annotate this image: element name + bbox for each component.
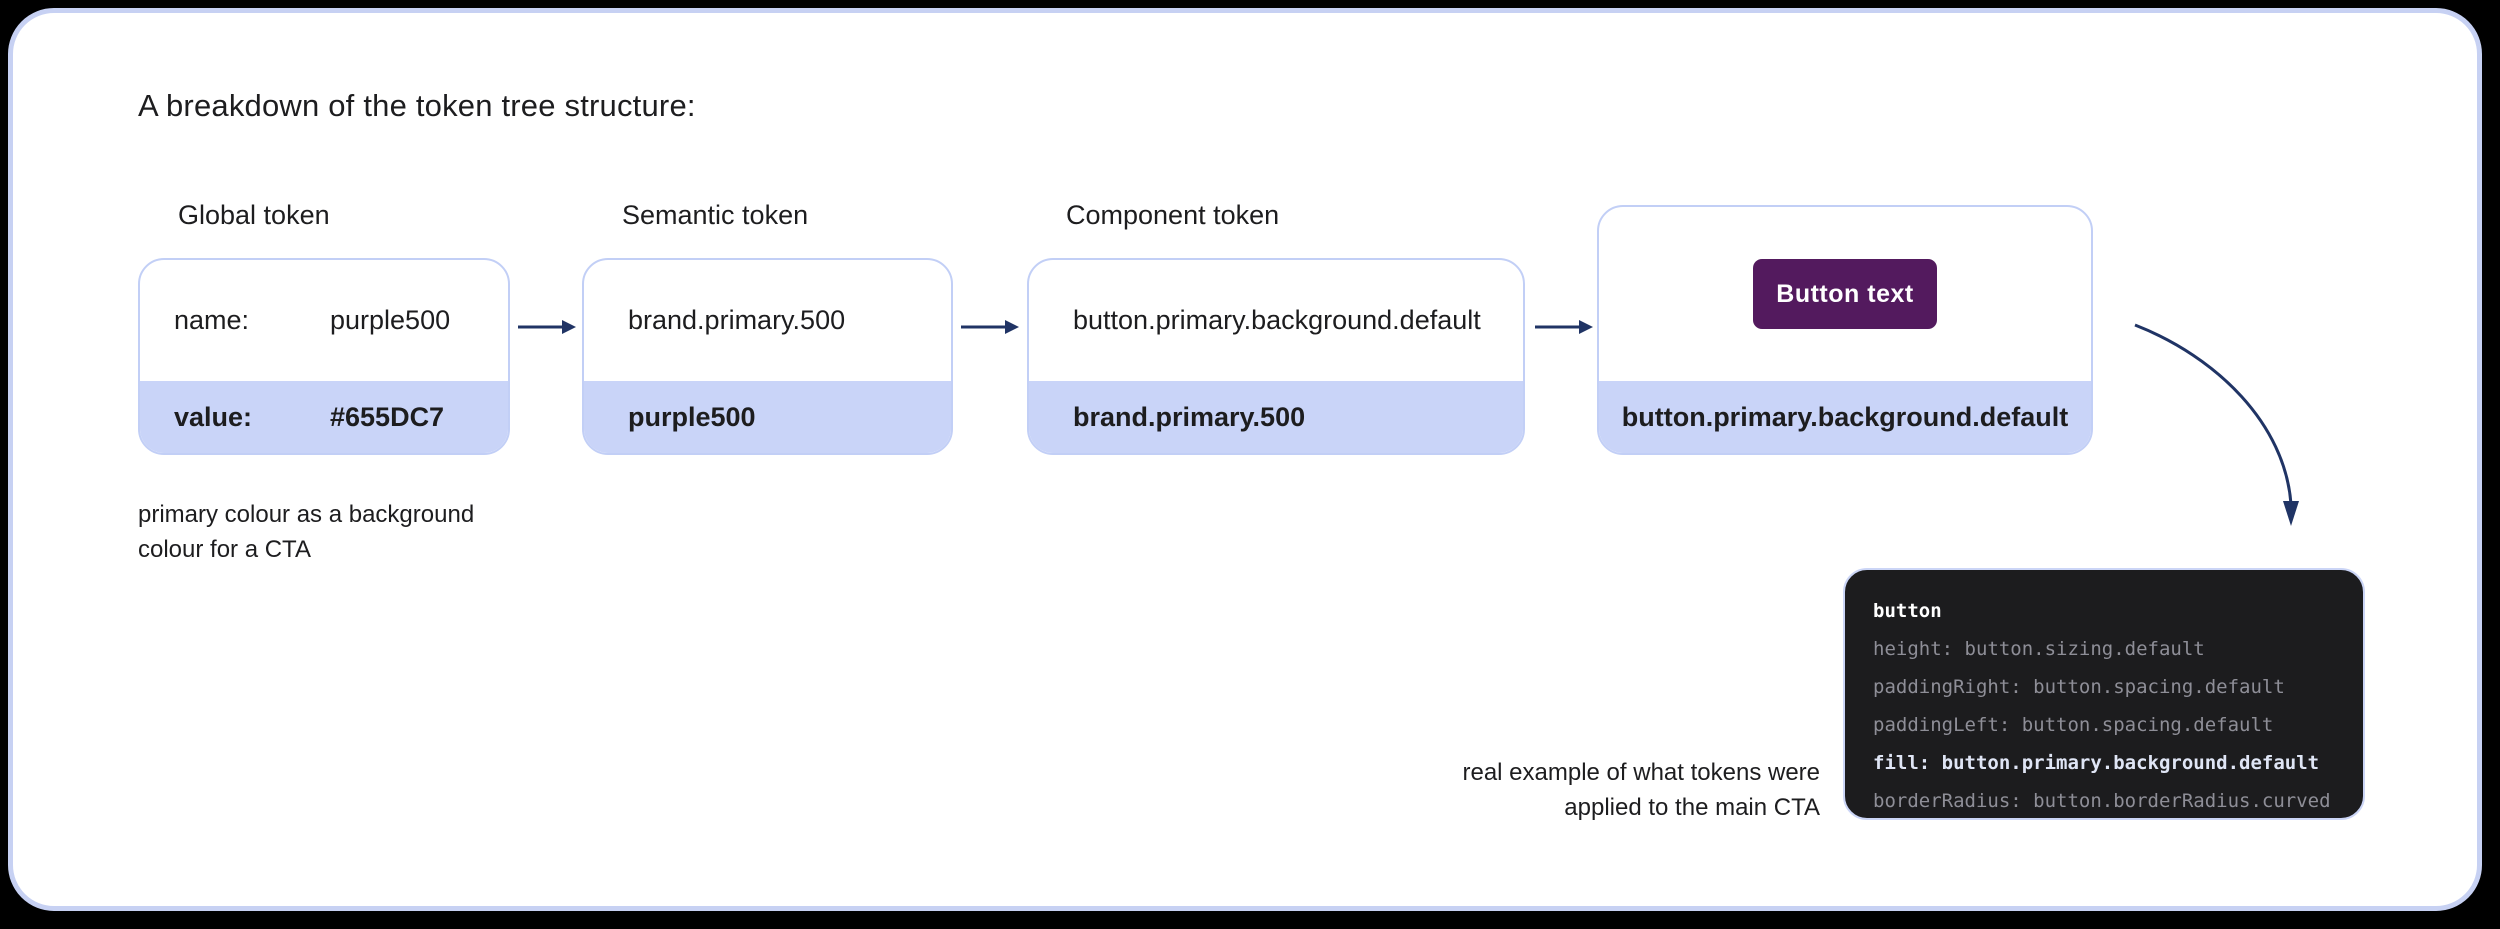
caption-primary-colour: primary colour as a background colour fo… (138, 497, 474, 567)
component-token-name: button.primary.background.default (1073, 305, 1481, 335)
caption-line: applied to the main CTA (1564, 794, 1820, 821)
token-value-hex: #655DC7 (330, 401, 445, 432)
column-label-semantic-token: Semantic token (622, 200, 809, 230)
button-token-value: button.primary.background.default (1621, 401, 2069, 432)
component-token-value: brand.primary.500 (1073, 401, 1306, 432)
column-label-component-token: Component token (1066, 200, 1280, 230)
token-value-key: value: (174, 401, 253, 432)
component-token-value-row: brand.primary.500 (1029, 381, 1523, 453)
code-selector: button (1873, 600, 1942, 622)
page-title: A breakdown of the token tree structure: (138, 88, 696, 123)
code-line-padding-right: paddingRight: button.spacing.default (1873, 676, 2285, 698)
token-name-key: name: (174, 305, 250, 335)
button-token-row: button.primary.background.default (1599, 381, 2091, 453)
semantic-token-value: purple500 (628, 401, 756, 432)
global-token-card: name: purple500 value: #655DC7 (138, 258, 510, 455)
arrow-right-icon (518, 320, 576, 334)
semantic-token-value-row: purple500 (584, 381, 951, 453)
caption-line: colour for a CTA (138, 536, 311, 563)
semantic-token-card: brand.primary.500 purple500 (582, 258, 953, 455)
column-label-global-token: Global token (178, 200, 330, 230)
arrow-right-icon (961, 320, 1019, 334)
caption-real-example: real example of what tokens were applied… (1380, 755, 1820, 825)
code-line-padding-left: paddingLeft: button.spacing.default (1873, 714, 2274, 736)
arrow-right-icon (1535, 320, 1593, 334)
component-token-card: button.primary.background.default brand.… (1027, 258, 1525, 455)
button-example-card: Button text button.primary.background.de… (1597, 205, 2093, 455)
global-token-value-row: value: #655DC7 (140, 381, 508, 453)
caption-line: primary colour as a background (138, 501, 475, 528)
code-line-border-radius: borderRadius: button.borderRadius.curved (1873, 790, 2331, 812)
global-token-name-row: name: purple500 (140, 260, 508, 381)
semantic-token-name-row: brand.primary.500 (584, 260, 951, 381)
semantic-token-name: brand.primary.500 (628, 305, 846, 335)
code-panel: button height: button.sizing.default pad… (1843, 568, 2365, 820)
code-line-height: height: button.sizing.default (1873, 638, 2205, 660)
component-token-name-row: button.primary.background.default (1029, 260, 1523, 381)
cta-button[interactable]: Button text (1753, 259, 1937, 329)
button-preview-area: Button text (1599, 207, 2091, 381)
token-name-value: purple500 (330, 305, 451, 335)
caption-line: real example of what tokens were (1462, 759, 1820, 786)
code-line-fill: fill: button.primary.background.default (1873, 752, 2320, 774)
curved-arrow-down-icon (2134, 323, 2299, 526)
